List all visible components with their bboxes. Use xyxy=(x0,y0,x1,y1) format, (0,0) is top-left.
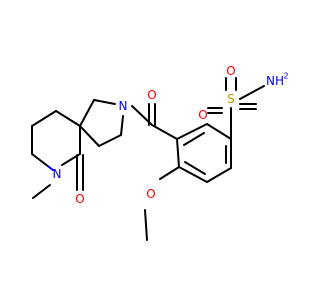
bond xyxy=(55,110,81,127)
sulfonamide-n-label: NH xyxy=(266,74,284,88)
bond xyxy=(48,166,54,171)
bond xyxy=(239,85,265,100)
lactam-n-label: N xyxy=(53,167,62,181)
bond xyxy=(93,99,116,105)
bond xyxy=(32,184,51,199)
sulfonamide-h-count: 2 xyxy=(283,72,288,81)
bond xyxy=(184,161,206,175)
sulfonyl-o-bottom-label: O xyxy=(198,108,207,122)
bond xyxy=(98,134,122,147)
bonds xyxy=(31,77,265,241)
bond xyxy=(31,110,57,127)
bond xyxy=(183,132,205,146)
lactam-o-label: O xyxy=(75,192,84,206)
sulfonyl-o-top-label: O xyxy=(226,64,235,78)
bond xyxy=(159,166,180,180)
methoxy-o-label: O xyxy=(146,187,155,201)
atom-labels: N O N O O S O O NH 2 xyxy=(53,64,289,206)
amine-n-label: N xyxy=(119,99,128,113)
bond xyxy=(79,99,95,127)
bond xyxy=(176,138,180,168)
bond xyxy=(151,124,178,140)
bond xyxy=(144,209,148,241)
bond xyxy=(79,125,100,147)
bond xyxy=(206,123,232,140)
bond xyxy=(120,115,124,136)
bond xyxy=(176,123,208,140)
bond xyxy=(206,167,232,183)
bond xyxy=(31,153,50,168)
carbonyl-o-label: O xyxy=(147,88,156,102)
molecule-structure: N O N O O S O O NH 2 xyxy=(31,64,289,241)
bond xyxy=(178,166,208,183)
sulfur-label: S xyxy=(227,92,235,106)
